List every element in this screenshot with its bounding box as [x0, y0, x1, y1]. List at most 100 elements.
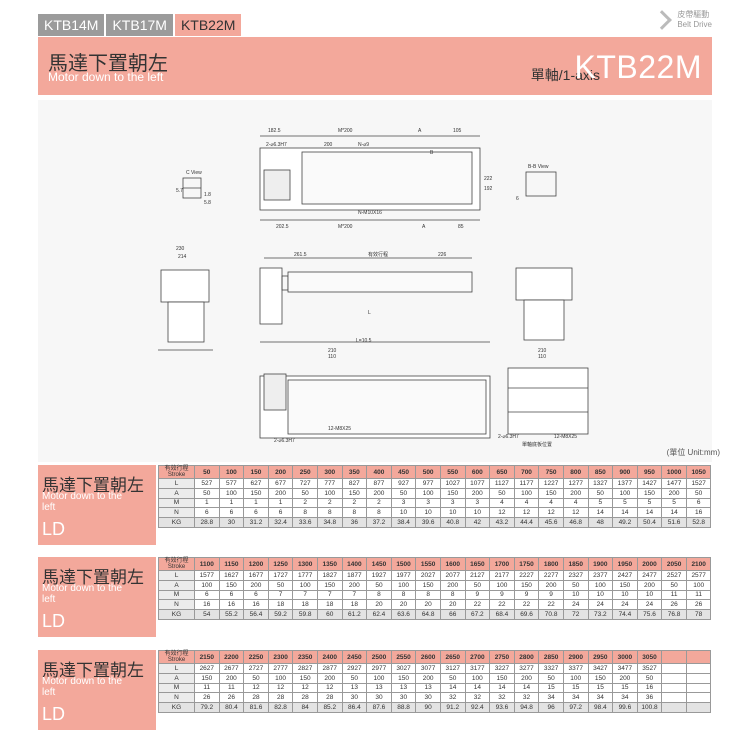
table-cell: 1177	[513, 478, 540, 489]
table-cell: 1	[218, 497, 245, 509]
table-cell: 3527	[636, 663, 663, 674]
stroke-cell: 2500	[366, 650, 392, 664]
table-cell: 13	[415, 682, 441, 694]
stroke-cell: 400	[366, 465, 392, 479]
table-cell: 2527	[661, 570, 687, 581]
svg-text:105: 105	[453, 128, 462, 134]
table-cell: 14	[513, 682, 540, 694]
svg-text:B: B	[430, 150, 434, 156]
table-cell: 200	[636, 579, 663, 591]
stroke-cell: 2300	[267, 650, 294, 664]
table-cell: 14	[439, 682, 466, 694]
stroke-cell: 3050	[636, 650, 663, 664]
table-cell: 200	[341, 579, 368, 591]
table-cell: 12	[243, 682, 269, 694]
table-cell: 39.6	[415, 517, 441, 528]
table-cell: 2127	[464, 570, 491, 581]
tab-ktb17m[interactable]: KTB17M	[106, 14, 173, 36]
table-cell	[661, 702, 687, 713]
table-cell: 50	[538, 672, 564, 684]
table-cell: 12	[267, 682, 294, 694]
table-cell: 97.2	[562, 702, 589, 713]
table-cell: 3227	[489, 663, 515, 674]
svg-text:210: 210	[538, 348, 547, 354]
table-cell: 64.8	[415, 609, 441, 620]
table-cell: 200	[267, 487, 294, 499]
table-cell: 42	[464, 517, 491, 528]
table-cell: 46.8	[562, 517, 589, 528]
table-cell: 30	[366, 692, 392, 704]
table-cell: 150	[538, 487, 564, 499]
table-cell: 11	[218, 682, 245, 694]
table-cell: 34	[612, 692, 638, 704]
table-cell: 12	[513, 507, 540, 519]
svg-text:222: 222	[484, 176, 493, 182]
svg-text:12-M8X25: 12-M8X25	[328, 426, 351, 432]
page-header: 馬達下置朝左 Motor down to the left 單軸/1-axis …	[38, 37, 712, 95]
tab-ktb22m[interactable]: KTB22M	[174, 14, 242, 36]
table-cell: 55.2	[218, 609, 245, 620]
table-cell: 14	[489, 682, 515, 694]
table-cell: 150	[636, 487, 663, 499]
table-cell: 1527	[685, 478, 712, 489]
table-cell: 827	[341, 478, 368, 489]
table-cell: 80.4	[218, 702, 245, 713]
table-cell: 1577	[194, 570, 220, 581]
table-cell: 79.2	[194, 702, 220, 713]
stroke-label: 有效行程 Stroke	[158, 557, 195, 571]
table-cell: 3	[439, 497, 466, 509]
svg-text:C View: C View	[186, 170, 202, 176]
table-cell: 94.8	[513, 702, 540, 713]
table-cell: 9	[538, 589, 564, 601]
table-cell: 6	[267, 507, 294, 519]
table-cell: 200	[415, 672, 441, 684]
table-cell: 7	[341, 589, 368, 601]
table-cell: 100.8	[636, 702, 663, 713]
stroke-cell: 750	[538, 465, 564, 479]
table-cell: 8	[292, 507, 318, 519]
table-cell: 36	[636, 692, 663, 704]
table-cell: 50	[243, 672, 269, 684]
table-cell: 2727	[243, 663, 269, 674]
table-cell: 12	[538, 507, 564, 519]
table-cell: 34	[562, 692, 589, 704]
row-label: L	[158, 570, 195, 581]
table-cell: 8	[366, 507, 392, 519]
table-cell: 50	[267, 579, 294, 591]
table-cell: 3027	[390, 663, 417, 674]
table-cell: 8	[341, 507, 368, 519]
stroke-cell: 1900	[587, 557, 614, 571]
svg-text:N-M10X16: N-M10X16	[358, 210, 382, 216]
tab-ktb14m[interactable]: KTB14M	[38, 14, 105, 36]
table-cell: 70.8	[538, 609, 564, 620]
table-cell: 9	[489, 589, 515, 601]
table-cell: 12	[562, 507, 589, 519]
svg-text:261.5: 261.5	[294, 252, 307, 258]
svg-text:85: 85	[458, 224, 464, 230]
table-cell: 61.2	[341, 609, 368, 620]
table-cell: 36	[341, 517, 368, 528]
row-label: M	[158, 497, 195, 509]
table-cell: 30	[415, 692, 441, 704]
table-cell: 78	[685, 609, 712, 620]
table-cell: 1727	[267, 570, 294, 581]
table-cell: 3	[415, 497, 441, 509]
table-cell: 24	[612, 599, 638, 611]
table-cell: 43.2	[489, 517, 515, 528]
table-cell: 150	[513, 579, 540, 591]
table-cell: 38.4	[390, 517, 417, 528]
table-cell: 10	[464, 507, 491, 519]
stroke-cell: 250	[292, 465, 318, 479]
table-cell: 200	[513, 672, 540, 684]
table-cell: 927	[390, 478, 417, 489]
table-cell: 50.4	[636, 517, 663, 528]
table-cell: 18	[316, 599, 343, 611]
table-cell: 87.6	[366, 702, 392, 713]
stroke-cell: 600	[464, 465, 491, 479]
table-cell: 2327	[562, 570, 589, 581]
stroke-cell: 2550	[390, 650, 417, 664]
